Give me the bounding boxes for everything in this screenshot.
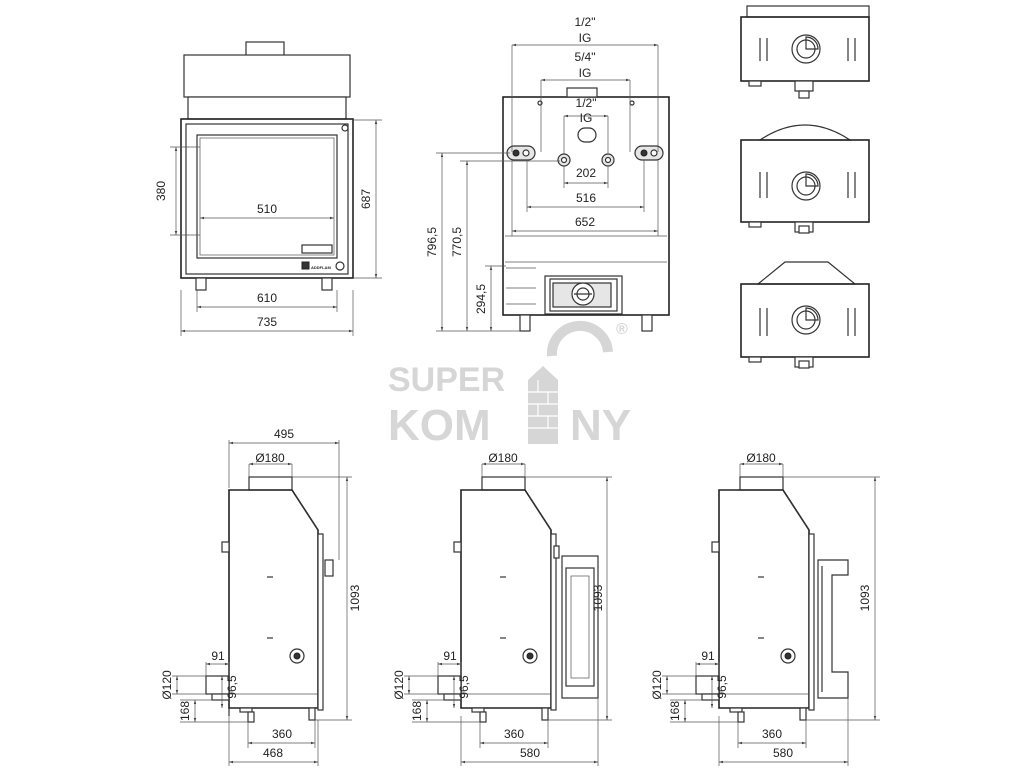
rear-dim-770: 770,5: [450, 227, 464, 257]
side3-dim-base: 580: [773, 746, 793, 760]
side3-dim-flue: Ø180: [746, 451, 776, 465]
top-view-flat: [740, 5, 870, 99]
side1-dim-width: 495: [274, 427, 294, 441]
rear-dim-202: 202: [576, 166, 596, 180]
front-dim-380: 380: [154, 181, 168, 201]
side1-dim-base: 468: [263, 746, 283, 760]
rear-dim-3-line1: 1/2": [576, 96, 597, 110]
top-view-angled: [740, 261, 870, 369]
side2-dim-height: 1093: [591, 584, 605, 611]
side1-dim-height: 1093: [348, 584, 362, 611]
side2-dim-base: 580: [520, 746, 540, 760]
watermark-reg: ®: [616, 321, 628, 338]
side2-dim-168: 168: [410, 701, 424, 721]
front-dim-735: 735: [257, 315, 277, 329]
side1-dim-168: 168: [178, 701, 192, 721]
rear-dim-796: 796,5: [425, 227, 439, 257]
side1-dim-360: 360: [272, 727, 292, 741]
side1-dim-120: Ø120: [160, 670, 174, 700]
rear-dim-2-line2: IG: [579, 66, 592, 80]
side2-dim-96: 96,5: [457, 675, 471, 699]
front-logo: ADDFLAM: [311, 265, 331, 270]
side2-dim-flue: Ø180: [488, 451, 518, 465]
rear-dim-516: 516: [576, 191, 596, 205]
front-dim-687: 687: [359, 189, 373, 209]
side-view-3: Ø180 1093 91 Ø120 96,5 168 360 580: [650, 451, 880, 766]
watermark-logo: SUPER KOM NY ®: [388, 321, 631, 450]
side1-dim-96: 96,5: [225, 675, 239, 699]
rear-dim-3-line2: IG: [580, 111, 593, 125]
side3-dim-91: 91: [701, 649, 715, 663]
side2-dim-360: 360: [504, 727, 524, 741]
side3-dim-height: 1093: [858, 584, 872, 611]
rear-dim-294: 294,5: [474, 284, 488, 314]
watermark-line2b: NY: [570, 401, 631, 450]
top-view-round: [740, 124, 870, 234]
side1-dim-flue: Ø180: [255, 451, 285, 465]
side-view-1: 495 Ø180 1093 91 Ø120 96,5 168 360 468: [160, 427, 362, 766]
side1-dim-91: 91: [211, 649, 225, 663]
front-view: ADDFLAM 380 510 687 610 735: [154, 41, 382, 336]
rear-view: 1/2" IG 5/4" IG 1/2" IG 202 516 652 796,…: [425, 15, 670, 332]
watermark-line1: SUPER: [388, 361, 505, 399]
rear-dim-1-line2: IG: [579, 31, 592, 45]
rear-dim-2-line1: 5/4": [575, 50, 596, 64]
rear-dim-652: 652: [575, 215, 595, 229]
watermark-line2a: KOM: [388, 401, 491, 450]
side-view-2: Ø180 1093 91 Ø120 96,5 168 360 580: [392, 451, 612, 766]
side3-dim-168: 168: [668, 701, 682, 721]
side3-dim-360: 360: [762, 727, 782, 741]
side3-dim-120: Ø120: [650, 670, 664, 700]
rear-dim-1-line1: 1/2": [575, 15, 596, 29]
side2-dim-120: Ø120: [392, 670, 406, 700]
front-dim-610: 610: [257, 291, 277, 305]
side3-dim-96: 96,5: [715, 675, 729, 699]
front-dim-510: 510: [257, 202, 277, 216]
side2-dim-91: 91: [443, 649, 457, 663]
